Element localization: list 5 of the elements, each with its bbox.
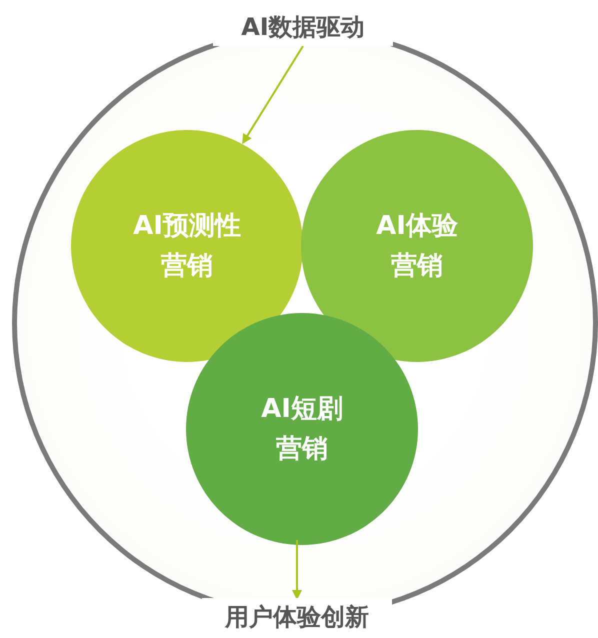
arrow (242, 45, 304, 144)
circle-label: AI预测性营销 (132, 210, 242, 283)
circle-label: AI体验营销 (375, 210, 459, 283)
circle-label: AI短剧营销 (260, 393, 344, 466)
arrow (292, 540, 302, 600)
